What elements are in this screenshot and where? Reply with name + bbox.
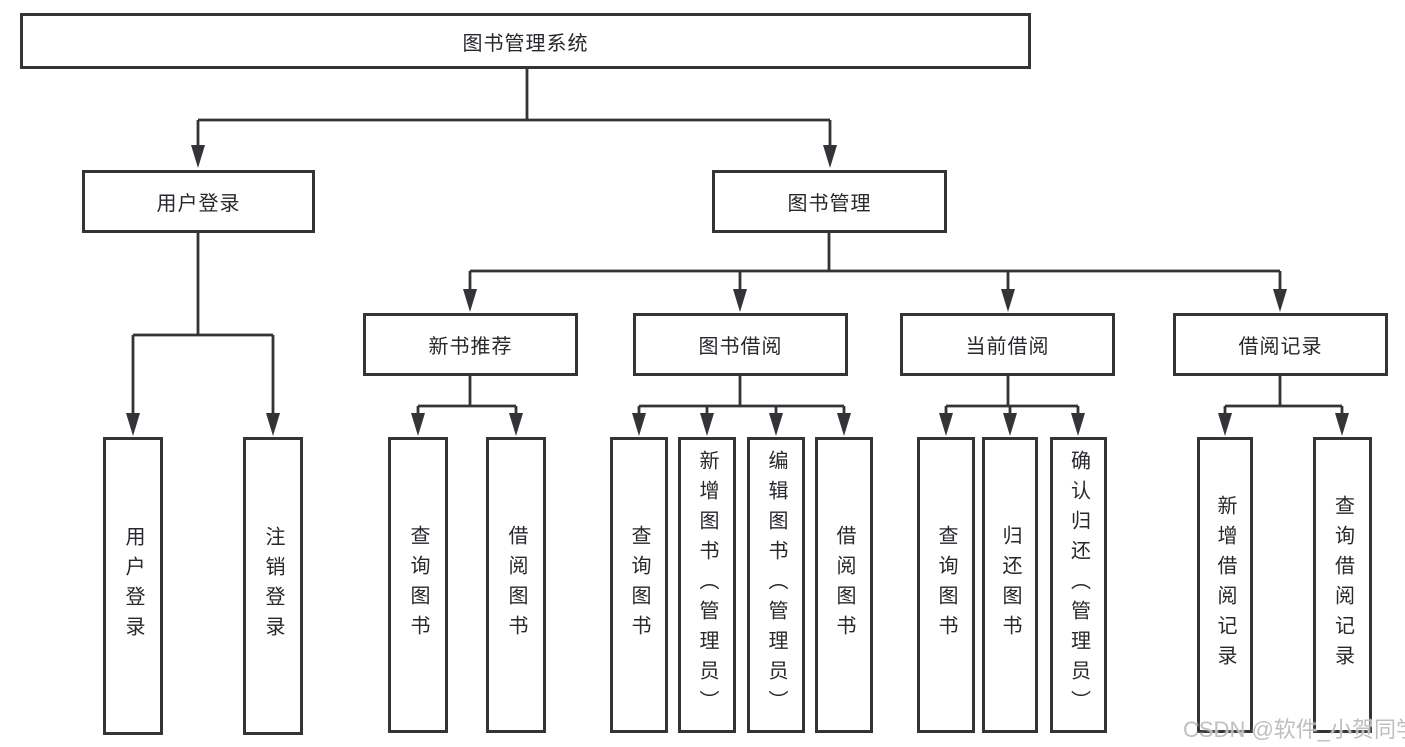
node-label: 归还图书 (999, 525, 1021, 645)
node-leaf-query-book: 查询图书 (610, 437, 668, 733)
node-label: 当前借阅 (965, 336, 1050, 358)
node-label: 图书管理 (787, 193, 872, 215)
node-current-borrowing: 当前借阅 (900, 313, 1115, 376)
node-borrowing-records: 借阅记录 (1173, 313, 1388, 376)
node-label: 用户登录 (122, 526, 144, 646)
node-leaf-borrow-book: 借阅图书 (486, 437, 546, 733)
node-label: 查询借阅记录 (1331, 495, 1354, 675)
node-label: 借阅图书 (833, 525, 855, 645)
connector-borrow-record-to-leaves (1218, 376, 1349, 436)
node-leaf-add-book-admin: 新增图书（管理员） (678, 437, 736, 733)
node-label: 借阅图书 (505, 525, 527, 645)
connector-new-book-rec-to-leaves (411, 376, 523, 436)
connector-book-mgmt-to-level3 (463, 233, 1287, 312)
node-leaf-confirm-return-admin: 确认归还（管理员） (1050, 437, 1107, 733)
node-book-management: 图书管理 (712, 170, 947, 233)
node-label: 图书管理系统 (462, 32, 589, 55)
node-label: 编辑图书（管理员） (765, 450, 787, 720)
node-book-borrowing: 图书借阅 (633, 313, 848, 376)
node-label: 查询图书 (407, 525, 429, 645)
node-leaf-borrow-book: 借阅图书 (815, 437, 873, 733)
connector-user-login-to-leaves (126, 233, 280, 436)
node-label: 用户登录 (156, 193, 241, 215)
node-leaf-edit-book-admin: 编辑图书（管理员） (747, 437, 805, 733)
node-label: 确认归还（管理员） (1067, 450, 1090, 720)
node-label: 借阅记录 (1238, 336, 1323, 358)
node-label: 查询图书 (935, 525, 957, 645)
node-user-login: 用户登录 (82, 170, 315, 233)
connector-book-borrow-to-leaves (632, 376, 851, 436)
node-leaf-logout: 注销登录 (243, 437, 303, 735)
watermark: CSDN @软件_小贺同学 (1183, 717, 1405, 742)
node-label: 图书借阅 (698, 336, 783, 358)
node-label: 注销登录 (262, 526, 284, 646)
node-label: 新书推荐 (428, 336, 513, 358)
connector-current-borrow-to-leaves (939, 376, 1085, 436)
node-label: 查询图书 (628, 525, 650, 645)
node-leaf-add-borrow-record: 新增借阅记录 (1197, 437, 1253, 733)
node-new-book-recommendation: 新书推荐 (363, 313, 578, 376)
node-leaf-query-borrow-record: 查询借阅记录 (1313, 437, 1372, 733)
node-label: 新增借阅记录 (1214, 495, 1236, 675)
node-leaf-query-book: 查询图书 (388, 437, 448, 733)
node-leaf-return-book: 归还图书 (982, 437, 1038, 733)
node-leaf-query-book: 查询图书 (917, 437, 975, 733)
connector-root-to-level2 (191, 69, 837, 168)
node-leaf-user-login: 用户登录 (103, 437, 163, 735)
node-root-system: 图书管理系统 (20, 13, 1031, 69)
node-label: 新增图书（管理员） (696, 450, 718, 720)
